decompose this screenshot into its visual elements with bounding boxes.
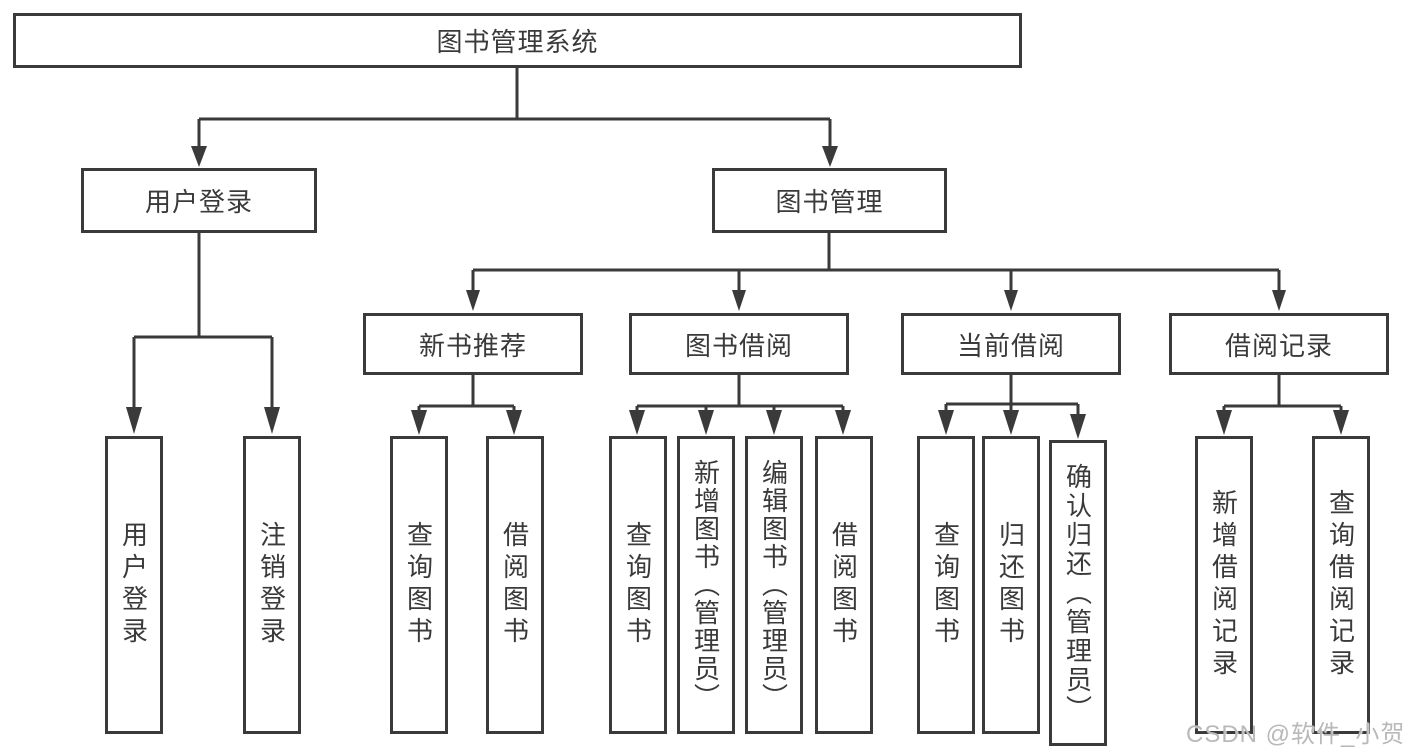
node-leaf-borrow-books-recommend: 借阅图书	[486, 436, 544, 734]
node-leaf-user-login: 用户登录	[105, 436, 163, 734]
node-label: 查询图书	[622, 521, 653, 649]
node-leaf-query-books-recommend: 查询图书	[390, 436, 448, 734]
node-book-borrowing: 图书借阅	[629, 313, 849, 375]
node-leaf-confirm-return-admin: 确认归还（管理员）	[1049, 440, 1107, 746]
node-leaf-query-books-current: 查询图书	[917, 436, 975, 734]
watermark: CSDN @软件_小贺同学	[1186, 721, 1405, 747]
connector-borrowing-records-to-leaves	[1216, 375, 1349, 435]
node-book-management: 图书管理	[712, 168, 947, 233]
node-label: 查询图书	[930, 521, 961, 649]
node-label: 查询图书	[403, 521, 434, 649]
node-leaf-query-books-borrowing: 查询图书	[609, 436, 667, 734]
node-leaf-add-books-admin: 新增图书（管理员）	[677, 436, 735, 734]
node-label: 新书推荐	[418, 330, 527, 361]
node-leaf-borrow-books-borrowing: 借阅图书	[815, 436, 873, 734]
node-root-library-management-system: 图书管理系统	[13, 13, 1022, 68]
node-user-login: 用户登录	[81, 168, 317, 233]
node-label: 新增借阅记录	[1208, 489, 1239, 681]
node-label: 借阅图书	[828, 521, 859, 649]
node-label: 编辑图书（管理员）	[758, 459, 789, 711]
node-leaf-return-books: 归还图书	[982, 436, 1040, 734]
node-label: 借阅记录	[1224, 330, 1333, 361]
node-label: 新增图书（管理员）	[690, 459, 721, 711]
node-label: 用户登录	[118, 521, 149, 649]
node-leaf-query-borrow-record: 查询借阅记录	[1312, 436, 1370, 734]
connector-new-book-recommend-to-leaves	[411, 375, 522, 435]
node-label: 图书借阅	[684, 330, 793, 361]
node-leaf-edit-books-admin: 编辑图书（管理员）	[745, 436, 803, 734]
node-label: 用户登录	[144, 187, 253, 217]
node-label: 确认归还（管理员）	[1062, 462, 1093, 724]
node-label: 归还图书	[995, 521, 1026, 649]
node-leaf-logout: 注销登录	[243, 436, 301, 734]
connector-book-borrowing-to-leaves	[629, 375, 851, 435]
node-new-book-recommend: 新书推荐	[363, 313, 583, 375]
node-label: 注销登录	[256, 521, 287, 649]
node-label: 借阅图书	[499, 521, 530, 649]
node-leaf-add-borrow-record: 新增借阅记录	[1195, 436, 1253, 734]
connector-root-to-level2	[191, 68, 838, 167]
node-label: 当前借阅	[956, 330, 1065, 361]
node-borrowing-records: 借阅记录	[1169, 313, 1389, 375]
connector-current-borrowing-to-leaves	[938, 375, 1086, 439]
node-label: 查询借阅记录	[1325, 489, 1356, 681]
connector-book-management-to-level3	[466, 233, 1286, 311]
connector-user-login-to-leaves	[126, 233, 280, 434]
node-label: 图书管理系统	[436, 27, 599, 57]
node-current-borrowing: 当前借阅	[901, 313, 1121, 375]
node-label: 图书管理	[775, 187, 884, 217]
